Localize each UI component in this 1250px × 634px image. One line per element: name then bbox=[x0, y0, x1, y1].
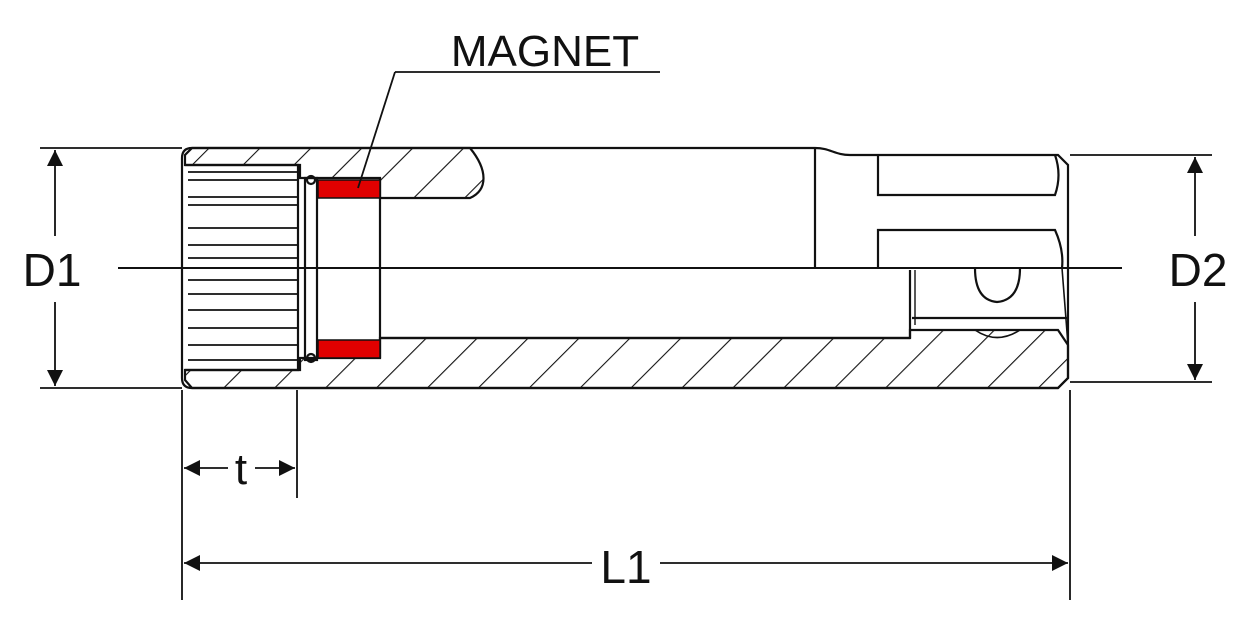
magnet-label: MAGNET bbox=[451, 27, 639, 76]
d2-label: D2 bbox=[1169, 244, 1228, 296]
t-label: t bbox=[235, 445, 247, 494]
magnet-bottom bbox=[317, 339, 381, 359]
upper-wall-section bbox=[183, 146, 485, 200]
d1-label: D1 bbox=[23, 244, 82, 296]
l1-label: L1 bbox=[600, 541, 651, 593]
magnet-leader bbox=[357, 71, 396, 189]
magnet-top bbox=[317, 179, 381, 199]
detent-ball bbox=[973, 267, 1022, 304]
outer-profile bbox=[180, 146, 1070, 390]
